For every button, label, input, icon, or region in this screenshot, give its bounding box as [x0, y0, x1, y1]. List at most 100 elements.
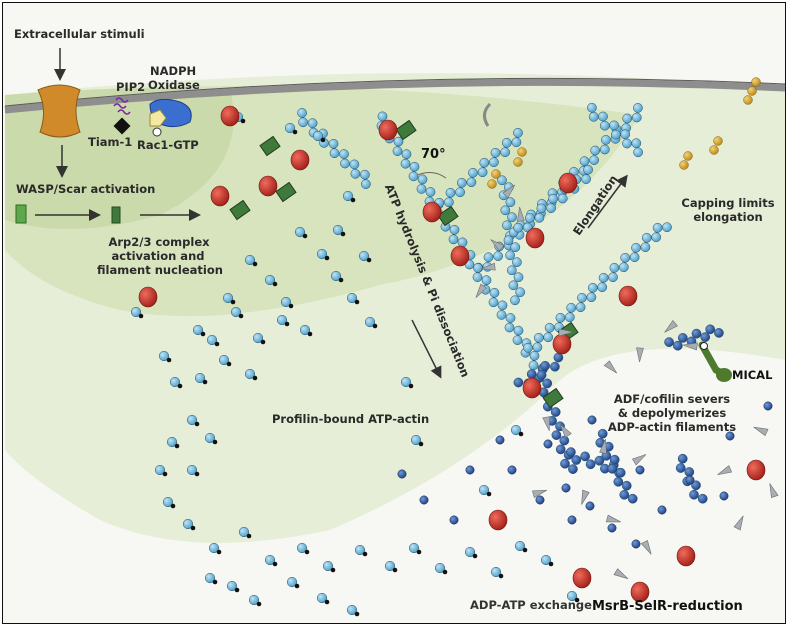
profilin-dot — [338, 277, 344, 283]
binding-proteins — [138, 77, 779, 603]
atp-actin-monomer — [286, 576, 298, 588]
actin-subunit — [621, 480, 632, 491]
actin-subunit — [444, 197, 454, 208]
adp-actin-monomer — [535, 495, 545, 505]
profilin-dot — [324, 599, 330, 605]
actin-subunit — [513, 377, 524, 388]
atp-actin-monomer — [400, 376, 412, 388]
mical-head — [716, 368, 732, 382]
cofilin-protein — [517, 206, 525, 222]
actin-subunit — [557, 193, 568, 204]
membrane-gap-mark — [483, 102, 492, 127]
rac1-gtp-dot — [152, 127, 162, 137]
adp-actin-monomer — [725, 431, 735, 441]
actin-subunit — [472, 272, 483, 282]
cofilin-protein — [558, 328, 574, 337]
actin-subunit — [536, 370, 547, 380]
actin-subunit — [416, 184, 427, 194]
profilin-dot — [226, 361, 232, 367]
actin-subunit — [555, 312, 566, 323]
actin-subunit — [714, 328, 724, 338]
atp-actin-monomer — [194, 372, 206, 384]
atp-actin-monomer — [169, 376, 181, 388]
atp-actin-monomer — [478, 484, 490, 496]
atp-actin-monomer — [354, 544, 366, 556]
cofilin-protein — [599, 439, 607, 455]
actin-subunit — [425, 187, 436, 197]
actin-subunit — [534, 212, 545, 223]
adp-actin-monomer — [657, 505, 667, 515]
profilin-dot — [304, 549, 310, 555]
atp-actin-monomer — [208, 542, 220, 554]
actin-subunit — [457, 237, 468, 248]
profilin-bound-protein — [258, 175, 278, 197]
actin-subunit — [613, 476, 624, 487]
actin-subunit — [607, 463, 618, 474]
arp23-complex — [229, 199, 251, 221]
arp23-complex — [542, 387, 564, 409]
actin-subunit — [677, 333, 688, 343]
actin-subunit — [536, 203, 547, 214]
actin-subunit — [497, 300, 508, 311]
actin-subunit — [489, 287, 500, 298]
profilin-dot — [288, 303, 294, 309]
adp-actin-monomer — [685, 475, 695, 485]
actin-subunit — [581, 174, 591, 184]
actin-subunit — [571, 455, 582, 465]
cofilin-protein — [733, 515, 744, 531]
profilin-dot — [234, 587, 240, 593]
actin-subunit — [664, 337, 674, 347]
actin-subunit — [620, 252, 631, 263]
label-angle: 70° — [421, 147, 446, 162]
actin-subunit — [392, 146, 403, 156]
actin-subunit — [506, 265, 517, 276]
label-extracellular-stimuli: Extracellular stimuli — [14, 27, 145, 41]
actin-subunit — [532, 342, 543, 353]
profilin-dot — [256, 601, 262, 607]
receptor — [37, 84, 81, 138]
actin-subunit — [611, 129, 621, 140]
atp-actin-monomer — [264, 274, 276, 286]
cofilin-protein — [769, 483, 779, 498]
actin-subunit — [577, 292, 587, 303]
tiam1-marker — [113, 117, 131, 135]
actin-subunit — [513, 127, 523, 138]
label-arp23-1: Arp2/3 complex — [108, 235, 210, 249]
profilin-bound-protein — [618, 285, 638, 307]
actin-subunit — [697, 493, 708, 504]
profilin-dot — [330, 567, 336, 573]
cofilin-protein — [605, 514, 621, 523]
actin-subunit — [502, 220, 512, 231]
cofilin-protein — [581, 489, 590, 505]
actin-subunit — [633, 103, 643, 113]
atp-actin-monomer — [244, 254, 256, 266]
actin-subunit — [488, 297, 499, 308]
label-wasp-scar: WASP/Scar activation — [16, 182, 156, 196]
actin-subunit — [297, 108, 307, 118]
profilin-dot — [284, 321, 290, 327]
actin-subunit — [599, 144, 610, 155]
actin-subunit — [417, 174, 428, 185]
atp-actin-monomer — [358, 250, 370, 262]
atp-actin-monomer — [264, 554, 276, 566]
actin-subunit — [597, 428, 608, 439]
actin-subunit — [589, 155, 599, 165]
actin-subunit — [579, 156, 590, 167]
atp-actin-monomer — [186, 464, 198, 476]
profilin-bound-protein — [525, 227, 545, 249]
actin-subunit — [339, 149, 349, 159]
adp-actin-monomer — [543, 439, 553, 449]
actin-subunit — [691, 328, 702, 339]
profilin-dot — [216, 549, 222, 555]
profilin-dot — [548, 561, 554, 567]
adp-actin-monomer — [719, 491, 729, 501]
capping-protein — [679, 160, 689, 170]
adp-actin-monomer — [631, 539, 641, 549]
atp-actin-monomer — [222, 292, 234, 304]
severed-mical — [664, 324, 724, 351]
branch-1 — [423, 127, 523, 218]
actin-subunit — [585, 459, 596, 470]
profilin-dot — [190, 525, 196, 531]
cofilin-protein — [502, 184, 516, 199]
actin-subunit — [627, 493, 638, 504]
